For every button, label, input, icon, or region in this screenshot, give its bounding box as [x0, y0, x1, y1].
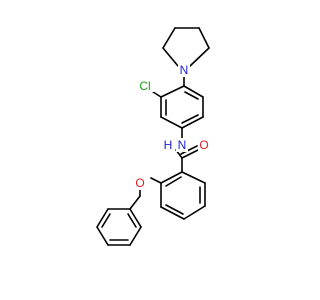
pyrrolidine-nitrogen-label: N [180, 63, 189, 77]
atom-cl: Cl [138, 78, 154, 93]
chloroaniline-ring [160, 85, 204, 129]
carbonyl-oxygen-label: O [199, 138, 208, 152]
molecule-drawing: Cl N N H O O [96, 27, 210, 246]
benzamide-ring [160, 171, 206, 220]
atom-o-ether: O [134, 176, 146, 190]
atom-nh: N H [162, 138, 188, 152]
atom-n-ring: N [178, 63, 190, 77]
atom-o-carbonyl: O [198, 138, 210, 152]
phenyl-ring [96, 208, 142, 246]
amide-nitrogen-label: N [178, 138, 187, 152]
ether-oxygen-label: O [135, 176, 144, 190]
chlorine-label: Cl [139, 79, 150, 93]
pyrrolidine-ring [162, 27, 210, 67]
structure-canvas: Cl N N H O O [96, 27, 210, 246]
amide-group [175, 145, 199, 173]
amide-hydrogen-label: H [164, 138, 173, 152]
